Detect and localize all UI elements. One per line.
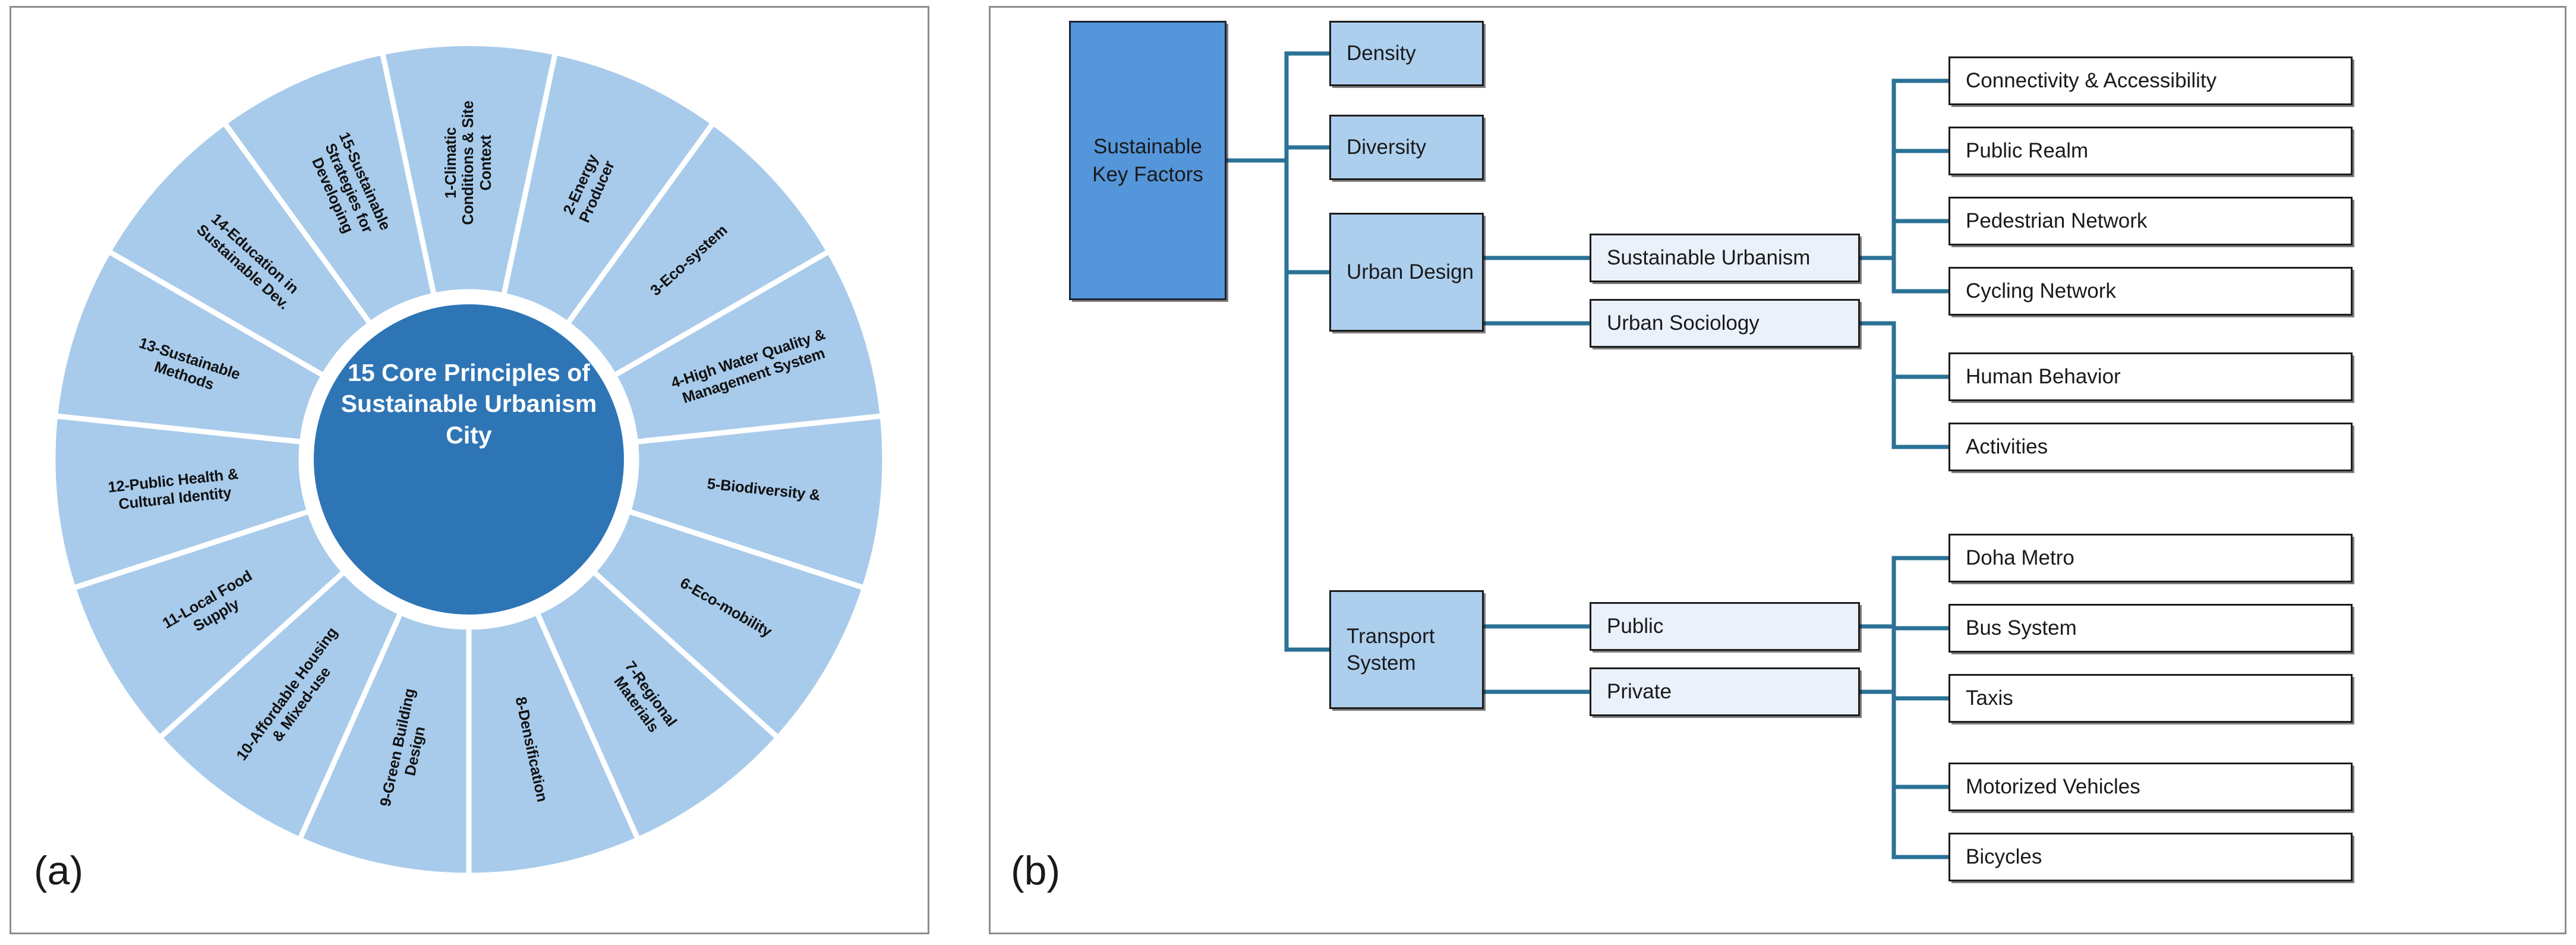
wheel-segments [50,40,888,878]
node-private[interactable]: Private [1590,667,1860,716]
node-label: Urban Sociology [1607,311,1760,335]
node-bus-system[interactable]: Bus System [1948,604,2353,653]
wheel-segment-13[interactable] [52,247,327,445]
wheel-segment-15[interactable] [220,49,437,328]
node-label: Activities [1966,435,2048,458]
node-label: Density [1347,42,1416,65]
node-doha-metro[interactable]: Doha Metro [1948,534,2353,582]
node-label: Taxis [1966,686,2013,710]
panel-a-label: (a) [34,848,84,893]
wheel-segment-9[interactable] [296,609,472,878]
node-transport-system[interactable]: Transport System [1329,590,1484,709]
panel-b-label: (b) [1011,848,1061,893]
node-label: Public [1607,615,1664,638]
node-pedestrian-network[interactable]: Pedestrian Network [1948,197,2353,245]
tree-connectors [1224,51,1951,859]
node-human-behavior[interactable]: Human Behavior [1948,352,2353,401]
node-bicycles[interactable]: Bicycles [1948,833,2353,881]
wheel-hub-circle [305,296,632,623]
wheel-segment-4[interactable] [610,247,886,445]
node-label: Diversity [1347,136,1427,159]
node-motorized-vehicles[interactable]: Motorized Vehicles [1948,763,2353,811]
wheel-segment-1[interactable] [379,40,559,299]
wheel-segment-8[interactable] [466,609,642,878]
wheel-segment-5[interactable] [625,412,888,591]
wheel-segment-14[interactable] [105,119,374,380]
wheel-segment-2[interactable] [500,49,717,328]
node-label: Sustainable Urbanism [1607,246,1811,269]
sustainable-urbanism-wheel: 15 Core Principles of Sustainable Urbani… [23,14,915,905]
node-public[interactable]: Public [1590,602,1860,651]
panel-b-tree-diagram: Sustainable Key Factors Density Diversit… [989,6,2566,934]
node-density[interactable]: Density [1329,21,1484,86]
panel-a-wheel-diagram: 15 Core Principles of Sustainable Urbani… [10,6,929,934]
node-label: Doha Metro [1966,546,2074,569]
node-label: Public Realm [1966,139,2089,162]
wheel-segment-12[interactable] [50,412,313,591]
node-diversity[interactable]: Diversity [1329,115,1484,180]
sustainable-key-factors-tree: Sustainable Key Factors Density Diversit… [991,8,2568,936]
node-connectivity-accessibility[interactable]: Connectivity & Accessibility [1948,56,2353,105]
wheel-svg [50,40,888,878]
node-label: Motorized Vehicles [1966,775,2140,798]
node-activities[interactable]: Activities [1948,423,2353,471]
node-label: Human Behavior [1966,365,2121,388]
node-taxis[interactable]: Taxis [1948,674,2353,723]
node-root-sustainable-key-factors[interactable]: Sustainable Key Factors [1069,21,1226,300]
node-urban-sociology[interactable]: Urban Sociology [1590,299,1860,348]
node-label: Private [1607,680,1672,703]
wheel-hub-title: 15 Core Principles of Sustainable Urbani… [340,359,597,449]
node-label: Bicycles [1966,845,2042,868]
node-label: Transport System [1347,624,1435,675]
node-label: Cycling Network [1966,279,2116,303]
node-label: Connectivity & Accessibility [1966,69,2217,92]
node-label: Bus System [1966,616,2077,640]
node-cycling-network[interactable]: Cycling Network [1948,267,2353,316]
node-sustainable-urbanism[interactable]: Sustainable Urbanism [1590,234,1860,282]
wheel-segment-10[interactable] [156,568,405,843]
wheel-segment-6[interactable] [589,508,868,742]
node-public-realm[interactable]: Public Realm [1948,127,2353,175]
node-label: Urban Design [1347,260,1474,284]
node-urban-design[interactable]: Urban Design [1329,213,1484,332]
wheel-segment-3[interactable] [563,119,833,380]
node-label: Pedestrian Network [1966,209,2148,232]
wheel-segment-7[interactable] [533,568,782,843]
node-label: Sustainable Key Factors [1092,134,1203,186]
